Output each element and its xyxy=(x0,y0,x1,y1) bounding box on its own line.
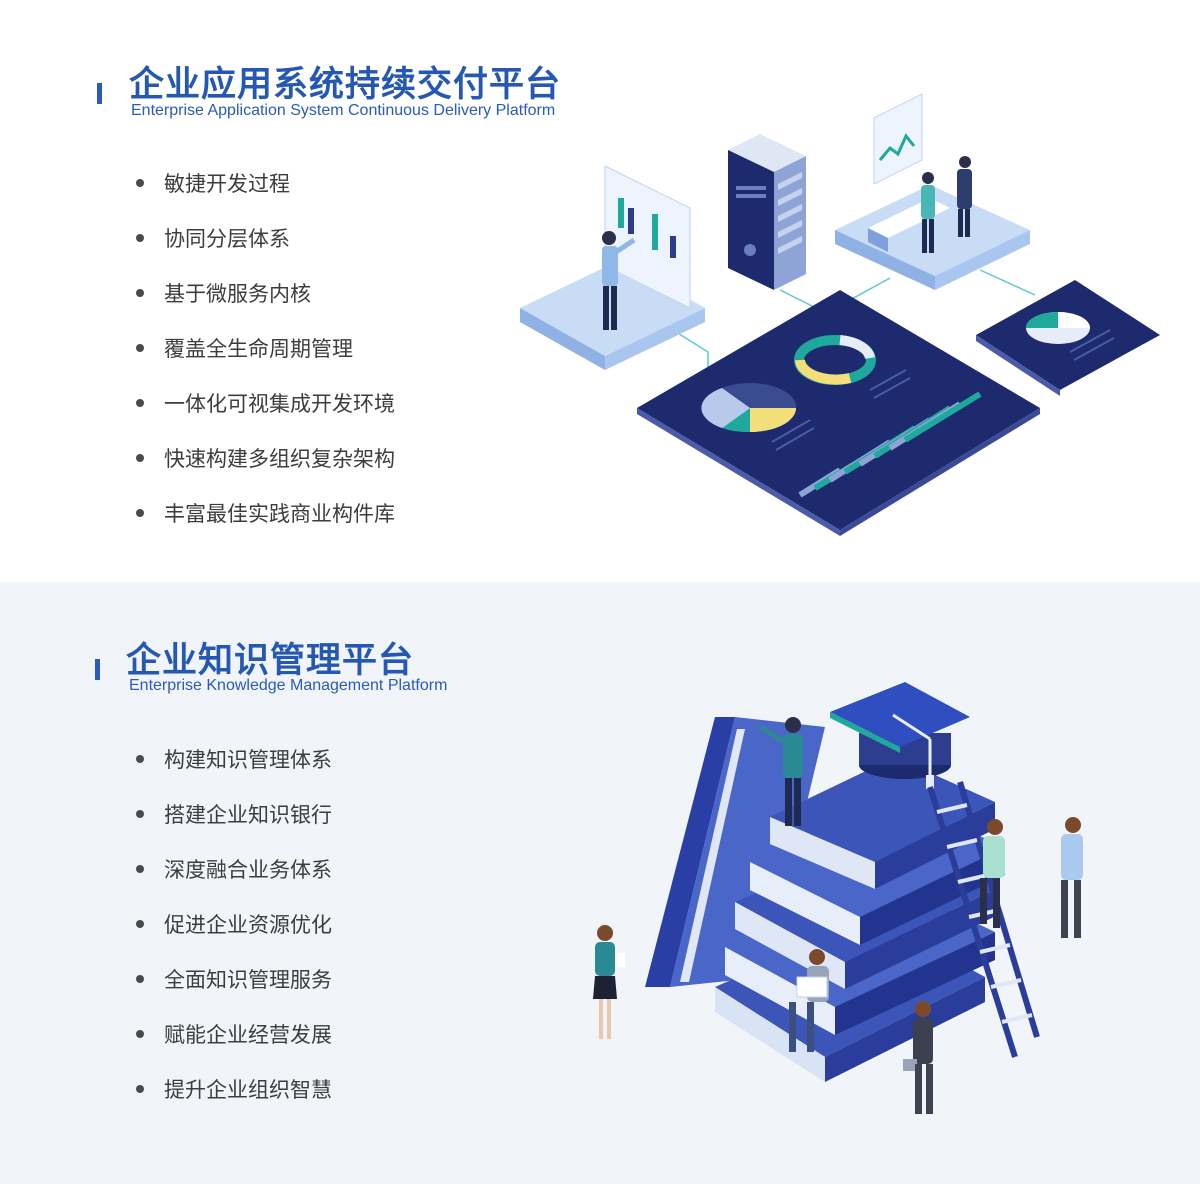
list-item: 搭建企业知识银行 xyxy=(136,786,332,841)
bullet-icon xyxy=(136,809,144,818)
main-dashboard-board xyxy=(637,290,1040,536)
server-tower xyxy=(728,134,806,290)
bullet-icon xyxy=(136,1084,144,1093)
bullet-icon xyxy=(136,974,144,983)
bullet-icon xyxy=(136,754,144,763)
person-woman xyxy=(593,925,625,1039)
list-item-label: 一体化可视集成开发环境 xyxy=(164,391,395,416)
list-item-label: 搭建企业知识银行 xyxy=(164,802,332,827)
person-presenting xyxy=(758,717,803,826)
bullet-icon xyxy=(136,398,144,407)
list-item-label: 提升企业组织智慧 xyxy=(164,1077,332,1102)
left-platform xyxy=(520,165,705,370)
person-walking xyxy=(1061,817,1083,938)
pie-chart-panel xyxy=(976,280,1160,396)
list-item: 促进企业资源优化 xyxy=(136,896,332,951)
isometric-books-illustration xyxy=(593,682,1083,1114)
list-item: 一体化可视集成开发环境 xyxy=(136,375,395,430)
feature-list: 构建知识管理体系 搭建企业知识银行 深度融合业务体系 促进企业资源优化 全面知识… xyxy=(136,731,332,1116)
list-item-label: 协同分层体系 xyxy=(164,226,290,251)
list-item: 协同分层体系 xyxy=(136,210,395,265)
list-item: 丰富最佳实践商业构件库 xyxy=(136,485,395,540)
section-title: 企业应用系统持续交付平台 xyxy=(129,65,562,105)
bullet-icon xyxy=(136,919,144,928)
list-item-label: 快速构建多组织复杂架构 xyxy=(164,446,395,471)
list-item: 深度融合业务体系 xyxy=(136,841,332,896)
book-stack xyxy=(715,757,1005,1082)
list-item-label: 覆盖全生命周期管理 xyxy=(164,336,353,361)
bullet-icon xyxy=(136,178,144,187)
section-knowledge-platform: 企业知识管理平台 Enterprise Knowledge Management… xyxy=(0,582,1200,1184)
graduation-cap-icon xyxy=(830,682,970,789)
list-item-label: 促进企业资源优化 xyxy=(164,912,332,937)
list-item: 构建知识管理体系 xyxy=(136,731,332,786)
bullet-icon xyxy=(136,1029,144,1038)
list-item: 提升企业组织智慧 xyxy=(136,1061,332,1116)
list-item: 赋能企业经营发展 xyxy=(136,1006,332,1061)
section-delivery-platform: 企业应用系统持续交付平台 Enterprise Application Syst… xyxy=(0,0,1200,582)
list-item: 全面知识管理服务 xyxy=(136,951,332,1006)
list-item-label: 敏捷开发过程 xyxy=(164,171,290,196)
person-briefcase xyxy=(903,1001,933,1114)
list-item: 敏捷开发过程 xyxy=(136,155,395,210)
workstation-platform xyxy=(835,93,1030,290)
list-item-label: 全面知识管理服务 xyxy=(164,967,332,992)
bullet-icon xyxy=(136,343,144,352)
list-item-label: 丰富最佳实践商业构件库 xyxy=(164,501,395,526)
book-cover xyxy=(645,717,735,987)
feature-list: 敏捷开发过程 协同分层体系 基于微服务内核 覆盖全生命周期管理 一体化可视集成开… xyxy=(136,155,395,540)
bullet-icon xyxy=(136,453,144,462)
section-subtitle: Enterprise Knowledge Management Platform xyxy=(129,677,448,694)
title-accent-bar xyxy=(97,83,102,104)
list-item: 基于微服务内核 xyxy=(136,265,395,320)
list-item: 快速构建多组织复杂架构 xyxy=(136,430,395,485)
bullet-icon xyxy=(136,508,144,517)
title-accent-bar xyxy=(95,659,100,680)
list-item-label: 基于微服务内核 xyxy=(164,281,311,306)
list-item-label: 构建知识管理体系 xyxy=(164,747,332,772)
section-subtitle: Enterprise Application System Continuous… xyxy=(131,102,556,119)
bullet-icon xyxy=(136,288,144,297)
bullet-icon xyxy=(136,233,144,242)
section-title: 企业知识管理平台 xyxy=(126,641,415,681)
list-item-label: 深度融合业务体系 xyxy=(164,857,332,882)
list-item-label: 赋能企业经营发展 xyxy=(164,1022,332,1047)
bullet-icon xyxy=(136,864,144,873)
person-reading xyxy=(789,949,829,1052)
person-climbing xyxy=(980,819,1005,928)
list-item: 覆盖全生命周期管理 xyxy=(136,320,395,375)
isometric-dashboard-illustration xyxy=(520,93,1160,536)
